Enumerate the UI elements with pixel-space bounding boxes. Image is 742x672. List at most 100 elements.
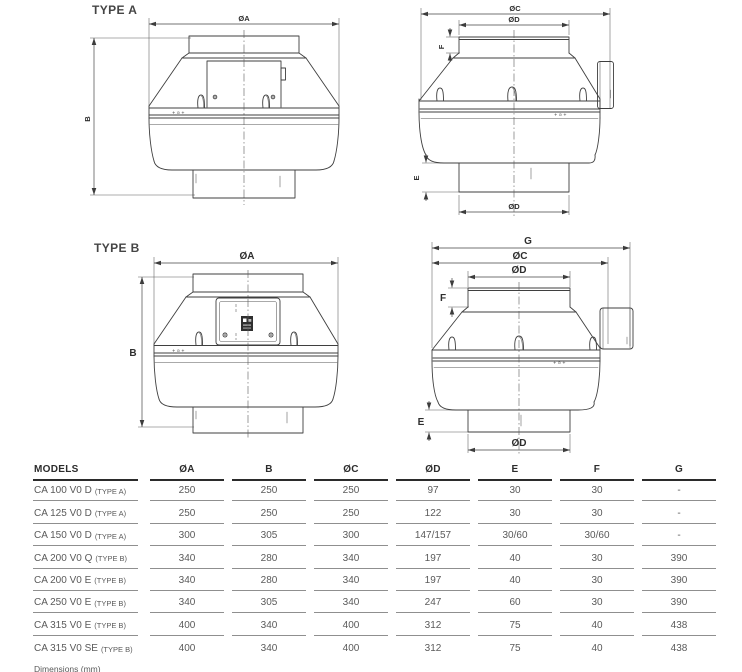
clamp-clips: [448, 335, 597, 351]
dimension-value-cell: 40: [560, 613, 634, 636]
dimension-value-cell: 250: [232, 479, 306, 502]
junction-box: [597, 61, 614, 109]
dimension-value-cell: 400: [314, 613, 388, 636]
dimension-value-cell: 30: [560, 591, 634, 614]
type-b-side-view: G ØC ØD F E ØD: [418, 236, 634, 455]
dimension-value-cell: 30: [478, 501, 552, 524]
dimension-value-cell: 197: [396, 546, 470, 569]
model-name-cell: CA 125 V0 D(TYPE A): [33, 501, 138, 524]
model-name: CA 250 V0 E: [34, 597, 92, 609]
dimension-value-cell: 340: [150, 569, 224, 591]
dimension-value-cell: 250: [232, 501, 306, 524]
dimension-value-cell: 390: [642, 546, 716, 569]
dim-label-f: F: [437, 44, 446, 49]
dim-label-e: E: [418, 417, 425, 428]
dimension-value-cell: 340: [314, 591, 388, 614]
dim-label-b: B: [129, 348, 136, 359]
dimension-value-cell: 400: [342, 643, 360, 655]
dimension-value-cell: 30: [560, 569, 634, 591]
dim-label-b: B: [83, 116, 92, 122]
model-name-cell: CA 150 V0 D(TYPE A): [33, 524, 138, 547]
dimension-value-cell: -: [642, 501, 716, 524]
dimension-value-cell: 97: [396, 479, 470, 502]
dimension-value-cell: -: [642, 479, 716, 502]
dimension-value-cell: 30: [560, 546, 634, 569]
dimension-value-cell: 438: [642, 613, 716, 636]
dimension-value-cell: 30: [560, 479, 634, 502]
dimension-value-cell: 40: [478, 569, 552, 591]
header-models: MODELS: [33, 464, 138, 481]
model-type-tag: (TYPE B): [100, 644, 133, 654]
dimension-value-cell: 390: [642, 569, 716, 591]
model-name-cell: CA 250 V0 E(TYPE B): [33, 591, 138, 614]
dimension-value-cell: 40: [478, 546, 552, 569]
dim-label-dia-a: ØA: [240, 251, 255, 262]
header-dimension: E: [478, 464, 552, 481]
dimension-value-cell: 305: [232, 591, 306, 614]
type-a-heading: TYPE A: [92, 3, 138, 17]
dimension-value-cell: 40: [591, 643, 603, 655]
dimension-value-cell: 400: [150, 613, 224, 636]
dimension-value-cell: 300: [314, 524, 388, 547]
fan-outline: [153, 273, 339, 434]
dimension-value-cell: 312: [424, 643, 442, 655]
header-dimension: ØC: [314, 464, 388, 481]
dimension-value-cell: 340: [150, 591, 224, 614]
type-a-front-view: ØA B +: [83, 14, 340, 205]
clamp-clips: [195, 331, 298, 346]
dimension-value-cell: 305: [232, 524, 306, 547]
dimension-value-cell: 122: [396, 501, 470, 524]
model-name-cell: CA 315 V0 SE(TYPE B): [33, 636, 138, 658]
model-name: CA 315 V0 SE: [34, 643, 98, 655]
dimension-value-cell: 250: [314, 501, 388, 524]
dimension-value-cell: 340: [314, 569, 388, 591]
model-name: CA 150 V0 D: [34, 530, 92, 542]
header-dimension: ØA: [150, 464, 224, 481]
dimension-value-cell: 60: [478, 591, 552, 614]
dim-label-dia-d-top: ØD: [508, 15, 520, 24]
model-type-tag: (TYPE B): [95, 554, 128, 564]
screw-icons: [212, 94, 276, 100]
model-type-tag: (TYPE A): [94, 509, 127, 519]
header-dimension: ØD: [396, 464, 470, 481]
type-b-heading: TYPE B: [94, 241, 140, 255]
dimension-value-cell: 250: [150, 501, 224, 524]
dimension-value-cell: 147/157: [396, 524, 470, 547]
dim-label-dia-c: ØC: [513, 251, 528, 262]
model-type-tag: (TYPE B): [94, 621, 126, 631]
dimension-value-cell: 30: [560, 501, 634, 524]
dimension-value-cell: 340: [260, 643, 278, 655]
fastener-marks: + ⊙ +: [172, 348, 185, 353]
table-footnote: Dimensions (mm): [34, 664, 101, 672]
clamp-clips: [436, 86, 587, 102]
model-name: CA 100 V0 D: [34, 485, 92, 497]
fastener-marks: + ⊙ +: [172, 110, 185, 115]
dimension-value-cell: 340: [314, 546, 388, 569]
dimension-value-cell: 30/60: [560, 524, 634, 547]
dimension-value-cell: 75: [509, 643, 521, 655]
model-name-cell: CA 100 V0 D(TYPE A): [33, 479, 138, 502]
dimension-value-cell: 280: [232, 569, 306, 591]
dimension-value-cell: 247: [396, 591, 470, 614]
dim-label-dia-c: ØC: [509, 4, 521, 13]
label-sticker: [241, 316, 253, 331]
screw-icons: [222, 332, 274, 338]
dim-label-dia-a: ØA: [238, 14, 250, 23]
header-dimension: G: [642, 464, 716, 481]
model-name: CA 125 V0 D: [34, 507, 92, 519]
fastener-marks: + ⊙ +: [554, 112, 567, 117]
model-name-cell: CA 315 V0 E(TYPE B): [33, 613, 138, 636]
dimension-value-cell: 340: [150, 546, 224, 569]
fastener-marks: + ⊙ +: [553, 360, 566, 365]
dimension-value-cell: 250: [150, 479, 224, 502]
dimension-value-cell: 75: [478, 613, 552, 636]
